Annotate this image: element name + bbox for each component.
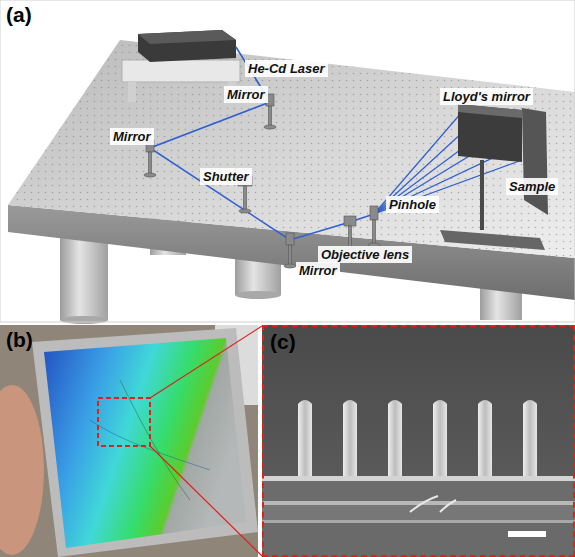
part-label: He-Cd Laser — [245, 60, 328, 77]
part-label: Lloyd's mirror — [440, 88, 533, 105]
panel-letter: (b) — [0, 325, 39, 355]
part-label: Sample — [506, 178, 558, 195]
panel-letter: (c) — [264, 327, 302, 357]
part-label: Objective lens — [318, 246, 412, 263]
figure-panel: (c) — [262, 325, 575, 557]
part-label: Pinhole — [386, 196, 439, 213]
part-label: Shutter — [200, 168, 252, 185]
figure-panel: (a) — [0, 0, 575, 322]
part-label: Mirror — [224, 86, 268, 103]
panel-letter: (a) — [0, 0, 38, 30]
part-label: Mirror — [110, 128, 154, 145]
part-label: Mirror — [296, 262, 340, 279]
figure-panel: (b) — [0, 325, 258, 557]
